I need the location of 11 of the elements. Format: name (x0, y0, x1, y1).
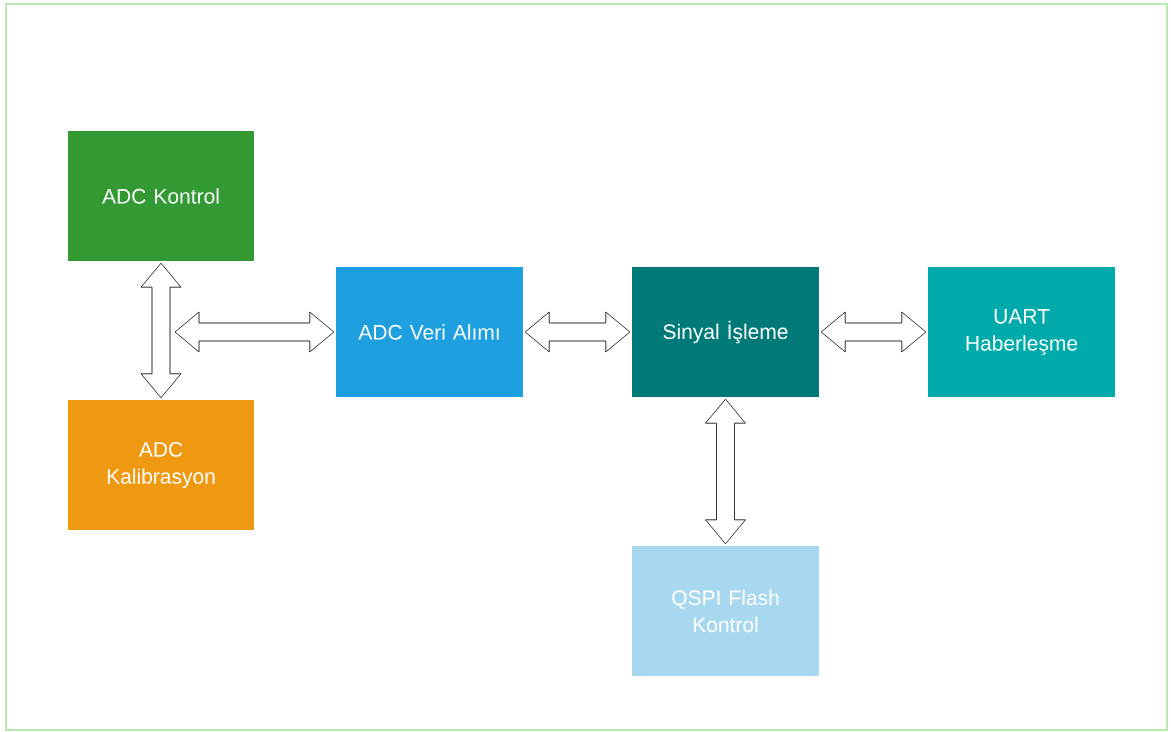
double-arrow (705, 398, 746, 545)
double-arrow (820, 311, 927, 353)
process-box: QSPI Flash Kontrol (632, 546, 819, 676)
process-box: ADC Veri Alımı (336, 267, 523, 397)
process-box: ADC Kontrol (68, 131, 254, 261)
process-box: UART Haberleşme (928, 267, 1115, 397)
double-arrow (524, 311, 631, 353)
process-box: ADC Kalibrasyon (68, 400, 254, 530)
process-box: Sinyal İşleme (632, 267, 819, 397)
double-arrow (174, 311, 335, 353)
double-arrow (140, 262, 182, 399)
